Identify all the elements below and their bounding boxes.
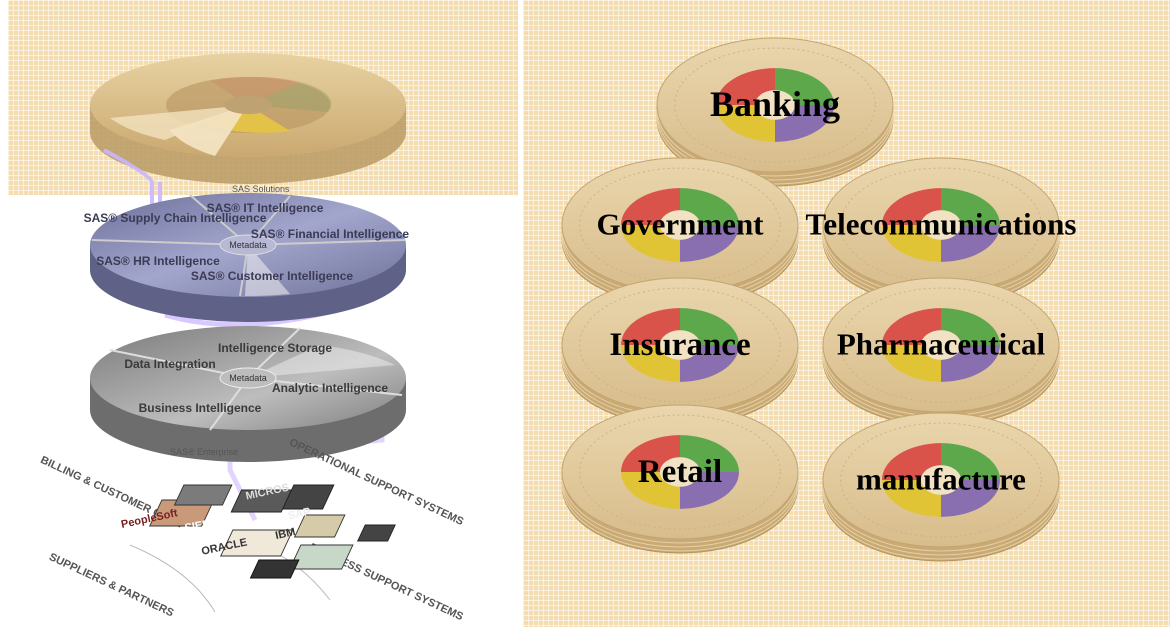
segment-supply-chain: SAS® Supply Chain Intelligence <box>84 211 267 225</box>
industry-disc-pharmaceutical: Pharmaceutical <box>822 277 1060 427</box>
industry-disc-manufacture: manufacture <box>822 412 1060 562</box>
segment-data-integration: Data Integration <box>124 357 215 371</box>
industry-disc-insurance: Insurance <box>561 277 799 427</box>
vendor-sap: SAP <box>287 506 312 522</box>
industry-disc-telecommunications: Telecommunications <box>806 157 1077 307</box>
bottom-disc-edge-label: SAS® Enterprise <box>170 447 238 457</box>
industry-label-government: Government <box>596 206 764 241</box>
segment-intelligence-storage: Intelligence Storage <box>218 341 332 355</box>
bottom-disc-center-label: Metadata <box>229 373 267 383</box>
vendor-ibm: IBM <box>274 526 296 542</box>
source-systems: BILLING & CUSTOMER CARE OPERATIONAL SUPP… <box>38 437 465 624</box>
segment-financial: SAS® Financial Intelligence <box>251 227 410 241</box>
industry-label-pharmaceutical: Pharmaceutical <box>837 326 1046 361</box>
sas-architecture-diagram: SAS Solutions Metadata SAS® Supply Chain… <box>38 53 465 624</box>
industry-label-telecommunications: Telecommunications <box>806 206 1077 241</box>
bottom-enterprise-disc: Metadata Data Integration Intelligence S… <box>90 326 406 462</box>
group-suppliers: SUPPLIERS & PARTNERS <box>47 551 175 619</box>
industry-label-manufacture: manufacture <box>856 461 1026 496</box>
industry-disc-government: Government <box>561 157 799 307</box>
group-operational: OPERATIONAL SUPPORT SYSTEMS <box>287 437 465 529</box>
middle-intelligence-disc: Metadata SAS® Supply Chain Intelligence … <box>84 193 410 322</box>
top-disc-edge-label: SAS Solutions <box>232 184 290 194</box>
segment-it: SAS® IT Intelligence <box>207 201 324 215</box>
industry-label-banking: Banking <box>710 84 840 124</box>
top-solutions-disc: SAS Solutions <box>90 53 406 194</box>
segment-customer: SAS® Customer Intelligence <box>191 269 354 283</box>
middle-disc-center-label: Metadata <box>229 240 267 250</box>
industry-label-insurance: Insurance <box>609 327 750 363</box>
segment-hr: SAS® HR Intelligence <box>96 254 220 268</box>
segment-analytic-intelligence: Analytic Intelligence <box>272 381 388 395</box>
segment-business-intelligence: Business Intelligence <box>139 401 262 415</box>
industry-label-retail: Retail <box>638 454 722 490</box>
industry-disc-retail: Retail <box>561 404 799 554</box>
